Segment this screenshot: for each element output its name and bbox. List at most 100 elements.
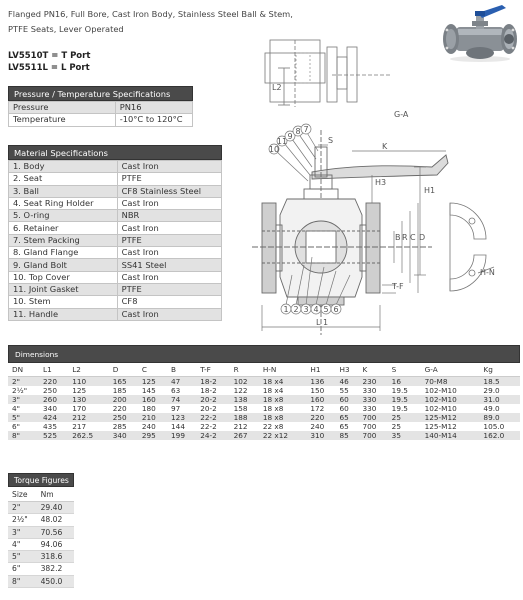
material-value: Cast Iron: [116, 246, 223, 260]
table-cell: 110: [68, 376, 109, 386]
table-cell: 18 x4: [258, 376, 307, 386]
column-header: D: [108, 363, 138, 377]
table-cell: 5": [8, 550, 37, 564]
table-cell: 162.0: [479, 431, 520, 440]
dim-label-h1: H1: [424, 186, 435, 195]
table-cell: 330: [358, 404, 388, 413]
table-cell: 102-M10: [420, 395, 480, 404]
table-cell: 85: [335, 431, 359, 440]
column-header: Nm: [36, 487, 74, 502]
material-part: 5. O-ring: [8, 209, 118, 223]
table-cell: 125: [137, 376, 168, 386]
table-cell: 47: [167, 376, 197, 386]
spec-value: -10°C to 120°C: [114, 113, 194, 127]
column-header: R: [229, 363, 259, 377]
column-header: B: [167, 363, 197, 377]
table-cell: 49.0: [479, 404, 520, 413]
valve-photo: [443, 5, 517, 62]
table-cell: 25: [387, 413, 421, 422]
table-row: 3"70.56: [8, 526, 74, 539]
table-cell: 4": [8, 538, 37, 552]
table-cell: 89.0: [479, 413, 520, 422]
table-cell: 70.56: [36, 526, 74, 539]
table-cell: 140-M14: [420, 431, 480, 440]
material-value: Cast Iron: [116, 307, 223, 321]
table-cell: 123: [167, 413, 197, 422]
table-cell: 138: [229, 395, 259, 404]
table-cell: 212: [68, 413, 109, 422]
column-header: Size: [8, 487, 37, 502]
dim-label-c: C: [410, 233, 416, 242]
table-cell: 200: [108, 395, 138, 404]
column-header: H3: [335, 363, 359, 377]
column-header: DN: [8, 363, 40, 377]
table-cell: 330: [358, 386, 388, 395]
callout-5: 5: [323, 305, 328, 314]
table-cell: 122: [229, 386, 259, 395]
table-cell: 220: [39, 376, 69, 386]
table-cell: 700: [358, 413, 388, 422]
model-t-port: LV5510T = T Port: [8, 51, 91, 61]
table-cell: 185: [108, 386, 138, 395]
table-cell: 102: [229, 376, 259, 386]
material-specifications-header: Material Specifications: [8, 145, 222, 160]
dim-label-tf: T-F: [391, 282, 404, 291]
table-cell: 22-2: [196, 413, 230, 422]
table-cell: 160: [306, 395, 336, 404]
material-part: 9. Gland Bolt: [8, 258, 118, 272]
table-cell: 24-2: [196, 431, 230, 440]
column-header: S: [387, 363, 421, 377]
table-cell: 102-M10: [420, 386, 480, 395]
table-cell: 330: [358, 395, 388, 404]
dim-label-l2: L2: [272, 83, 282, 92]
material-part: 10. Stem: [8, 295, 118, 309]
dim-label-r: R: [402, 233, 408, 242]
dim-label-l1: L 1: [316, 318, 328, 327]
table-cell: 3": [8, 395, 40, 404]
table-cell: 29.0: [479, 386, 520, 395]
table-cell: 172: [306, 404, 336, 413]
table-cell: 18-2: [196, 386, 230, 395]
table-cell: 2½": [8, 386, 40, 395]
table-cell: 250: [39, 386, 69, 395]
column-header: H1: [306, 363, 336, 377]
dim-label-k: K: [382, 142, 388, 151]
column-header: T-F: [196, 363, 230, 377]
table-row: 5"318.6: [8, 550, 74, 564]
material-value: Cast Iron: [116, 221, 223, 235]
table-cell: 2½": [8, 513, 37, 527]
table-cell: 262.5: [68, 431, 109, 440]
table-cell: 31.0: [479, 395, 520, 404]
table-row: 6"382.2: [8, 562, 74, 576]
material-part: 4. Seat Ring Holder: [8, 196, 118, 211]
table-cell: 18 x8: [258, 413, 307, 422]
table-cell: 310: [306, 431, 336, 440]
spec-label: Temperature: [8, 113, 116, 127]
dim-label-hn: H-N: [480, 268, 495, 277]
column-header: H-N: [258, 363, 307, 377]
table-cell: 18-2: [196, 376, 230, 386]
table-cell: 340: [39, 404, 69, 413]
column-header: K: [358, 363, 388, 377]
material-part: 10. Top Cover: [8, 270, 118, 284]
callout-4: 4: [313, 305, 318, 314]
table-cell: 29.40: [36, 501, 74, 515]
table-row: 2½"48.02: [8, 513, 74, 527]
table-cell: 97: [167, 404, 197, 413]
table-cell: 318.6: [36, 550, 74, 564]
dimensions-header: Dimensions: [8, 345, 520, 363]
table-cell: 18 x8: [258, 395, 307, 404]
material-part: 8. Gland Flange: [8, 246, 118, 260]
table-cell: 700: [358, 422, 388, 431]
